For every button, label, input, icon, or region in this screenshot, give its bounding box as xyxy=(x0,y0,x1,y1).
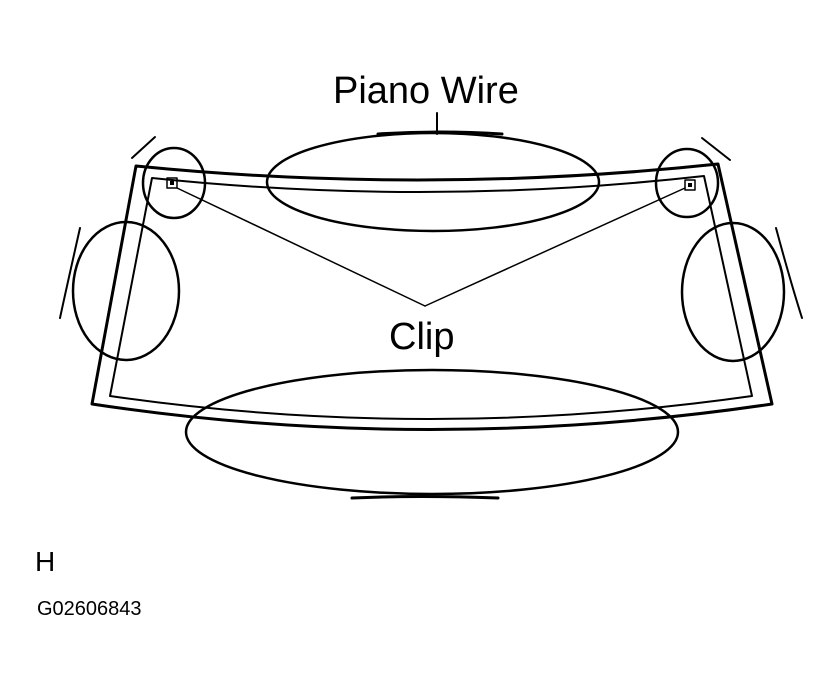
clip-leader-right xyxy=(424,187,686,307)
piano-wire-bottom xyxy=(350,495,500,500)
view-letter: H xyxy=(35,546,56,577)
piano-wire-left-side xyxy=(59,227,81,319)
figure-code: G02606843 xyxy=(37,598,142,620)
windshield-outer-edge xyxy=(90,162,774,431)
piano-wire-right-side xyxy=(775,227,803,319)
highlight-top-center xyxy=(265,131,601,233)
piano-wire-right-corner xyxy=(701,137,731,161)
windshield-inner-edge xyxy=(109,175,753,420)
clip-right xyxy=(684,179,696,191)
highlight-right-corner xyxy=(654,147,720,219)
piano-wire-left-corner xyxy=(131,136,156,159)
highlight-left-side xyxy=(71,220,181,362)
clip-label: Clip xyxy=(389,316,455,358)
piano-wire-label: Piano Wire xyxy=(333,70,519,112)
clip-leader-left xyxy=(176,187,426,307)
highlight-left-corner xyxy=(141,146,207,220)
clip-left xyxy=(166,177,178,189)
highlight-right-side xyxy=(680,221,786,363)
highlight-bottom-center xyxy=(184,368,680,496)
